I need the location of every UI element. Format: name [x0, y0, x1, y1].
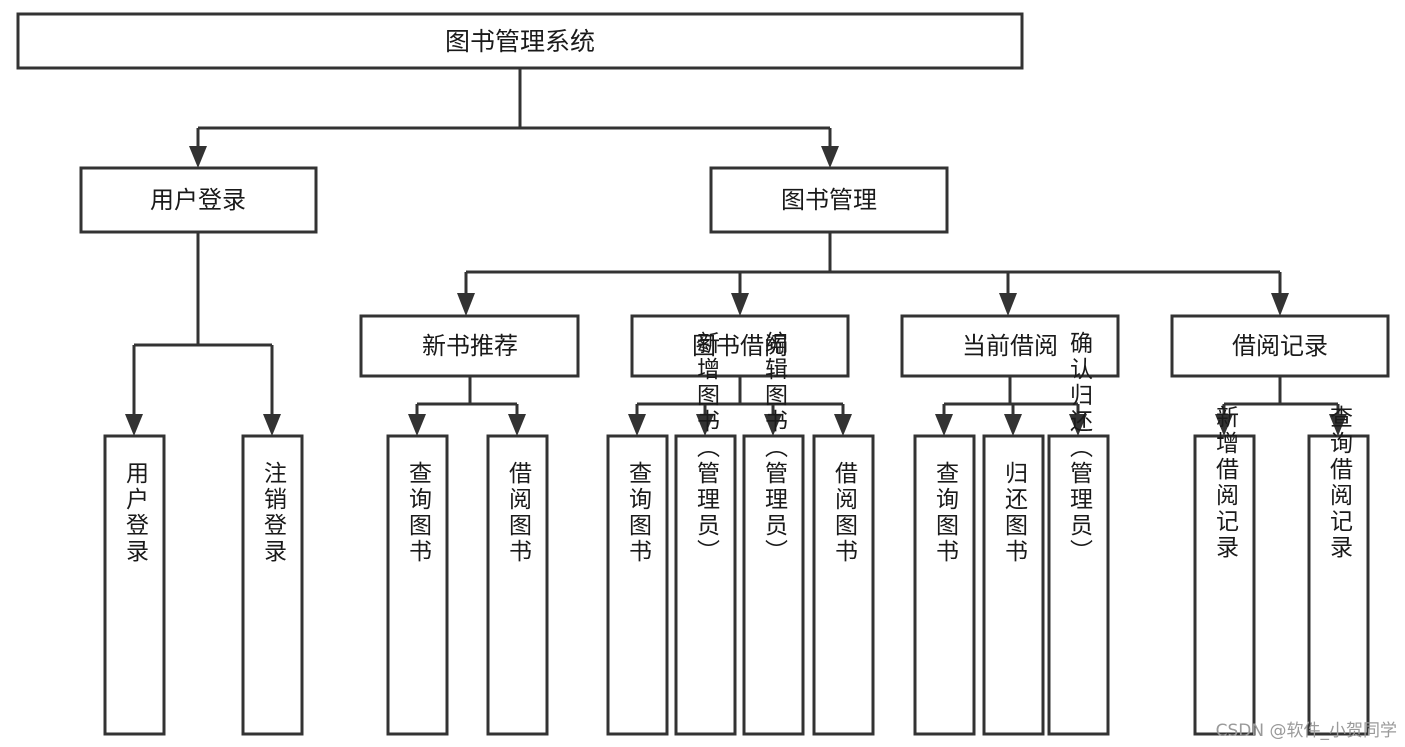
leaf-borrowrecord-query-box[interactable]	[1307, 434, 1370, 736]
leaf-user-login-login-box[interactable]	[103, 434, 166, 736]
node-current-borrow-box[interactable]	[900, 314, 1120, 378]
node-new-book-recommend[interactable]: 新书推荐	[359, 314, 580, 378]
leaf-user-login-logout-label: 注销登录	[260, 461, 288, 565]
leaf-borrowrecord-query-label: 查询借阅记录	[1326, 405, 1354, 561]
leaf-bookborrow-add[interactable]: 新增图书（管理员）	[674, 331, 737, 736]
node-borrow-record-label: 借阅记录	[1232, 332, 1328, 360]
node-root-box[interactable]	[16, 12, 1024, 70]
arrow-head-borrow-record	[1271, 293, 1289, 316]
leaf-currentborrow-query[interactable]: 查询图书	[913, 434, 976, 736]
leaf-currentborrow-return[interactable]: 归还图书	[982, 434, 1045, 736]
leaf-bookborrow-query[interactable]: 查询图书	[606, 434, 669, 736]
leaf-bookborrow-borrow-label: 借阅图书	[831, 461, 859, 565]
node-user-login[interactable]: 用户登录	[79, 166, 318, 234]
arrow-head-bookborrow-l1	[628, 414, 646, 436]
node-book-management-box[interactable]	[709, 166, 949, 234]
leaf-user-login-logout[interactable]: 注销登录	[241, 434, 304, 736]
leaf-bookborrow-add-box[interactable]	[674, 434, 737, 736]
leaf-borrowrecord-query[interactable]: 查询借阅记录	[1307, 405, 1370, 736]
leaf-bookborrow-edit-box[interactable]	[742, 434, 805, 736]
arrow-head-new-book	[457, 293, 475, 316]
leaf-bookborrow-query-label: 查询图书	[625, 461, 653, 565]
node-root[interactable]: 图书管理系统	[16, 12, 1024, 70]
node-book-borrow-label: 图书借阅	[692, 332, 788, 360]
arrow-head-user-login-leaf2	[263, 414, 281, 436]
leaf-newbook-query[interactable]: 查询图书	[386, 434, 449, 736]
leaf-borrowrecord-add[interactable]: 新增借阅记录	[1193, 405, 1256, 736]
leaf-currentborrow-return-label: 归还图书	[1001, 461, 1029, 565]
leaf-newbook-query-box[interactable]	[386, 434, 449, 736]
leaf-newbook-borrow-box[interactable]	[486, 434, 549, 736]
arrow-head-currentborrow-l3	[1069, 414, 1087, 436]
arrow-head-bookborrow-l3	[764, 414, 782, 436]
node-book-management-label: 图书管理	[781, 186, 877, 214]
node-new-book-recommend-label: 新书推荐	[422, 332, 518, 360]
leaf-borrowrecord-add-label: 新增借阅记录	[1212, 405, 1240, 561]
arrow-head-book-borrow	[731, 293, 749, 316]
node-current-borrow-label: 当前借阅	[962, 332, 1058, 360]
leaf-currentborrow-query-box[interactable]	[913, 434, 976, 736]
node-book-borrow-box[interactable]	[630, 314, 850, 378]
node-borrow-record-box[interactable]	[1170, 314, 1390, 378]
leaf-bookborrow-query-box[interactable]	[606, 434, 669, 736]
leaf-currentborrow-confirm-label: 确认归还（管理员）	[1066, 331, 1094, 565]
arrow-head-current-borrow	[999, 293, 1017, 316]
leaf-newbook-query-label: 查询图书	[405, 461, 433, 565]
arrow-head-bookborrow-l4	[834, 414, 852, 436]
node-root-label: 图书管理系统	[445, 27, 595, 56]
node-user-login-label: 用户登录	[150, 186, 246, 214]
node-user-login-box[interactable]	[79, 166, 318, 234]
leaf-borrowrecord-add-box[interactable]	[1193, 434, 1256, 736]
arrow-head-user-login-leaf1	[125, 414, 143, 436]
leaf-user-login-login[interactable]: 用户登录	[103, 434, 166, 736]
leaf-bookborrow-edit[interactable]: 编辑图书（管理员）	[742, 331, 805, 736]
node-book-borrow[interactable]: 图书借阅	[630, 314, 850, 378]
arrow-head-book-mgmt	[821, 146, 839, 168]
leaf-currentborrow-return-box[interactable]	[982, 434, 1045, 736]
node-new-book-recommend-box[interactable]	[359, 314, 580, 378]
node-book-management[interactable]: 图书管理	[709, 166, 949, 234]
leaf-currentborrow-confirm-box[interactable]	[1047, 434, 1110, 736]
arrow-head-newbook-l1	[408, 414, 426, 436]
leaf-bookborrow-borrow-box[interactable]	[812, 434, 875, 736]
connector-layer	[125, 68, 1347, 436]
arrow-head-borrowrecord-l1	[1215, 414, 1233, 436]
leaf-currentborrow-query-label: 查询图书	[932, 461, 960, 565]
arrow-head-currentborrow-l1	[935, 414, 953, 436]
leaf-bookborrow-edit-label: 编辑图书（管理员）	[761, 331, 789, 565]
leaf-bookborrow-add-label: 新增图书（管理员）	[693, 331, 721, 565]
leaf-user-login-logout-box[interactable]	[241, 434, 304, 736]
leaf-currentborrow-confirm[interactable]: 确认归还（管理员）	[1047, 331, 1110, 736]
arrow-head-bookborrow-l2	[696, 414, 714, 436]
leaf-newbook-borrow[interactable]: 借阅图书	[486, 434, 549, 736]
arrow-head-user-login	[189, 146, 207, 168]
node-current-borrow[interactable]: 当前借阅	[900, 314, 1120, 378]
node-borrow-record[interactable]: 借阅记录	[1170, 314, 1390, 378]
arrow-head-newbook-l2	[508, 414, 526, 436]
leaf-bookborrow-borrow[interactable]: 借阅图书	[812, 434, 875, 736]
leaf-newbook-borrow-label: 借阅图书	[505, 461, 533, 565]
arrow-head-borrowrecord-l2	[1329, 414, 1347, 436]
arrow-head-currentborrow-l2	[1004, 414, 1022, 436]
leaf-user-login-login-label: 用户登录	[122, 461, 150, 565]
